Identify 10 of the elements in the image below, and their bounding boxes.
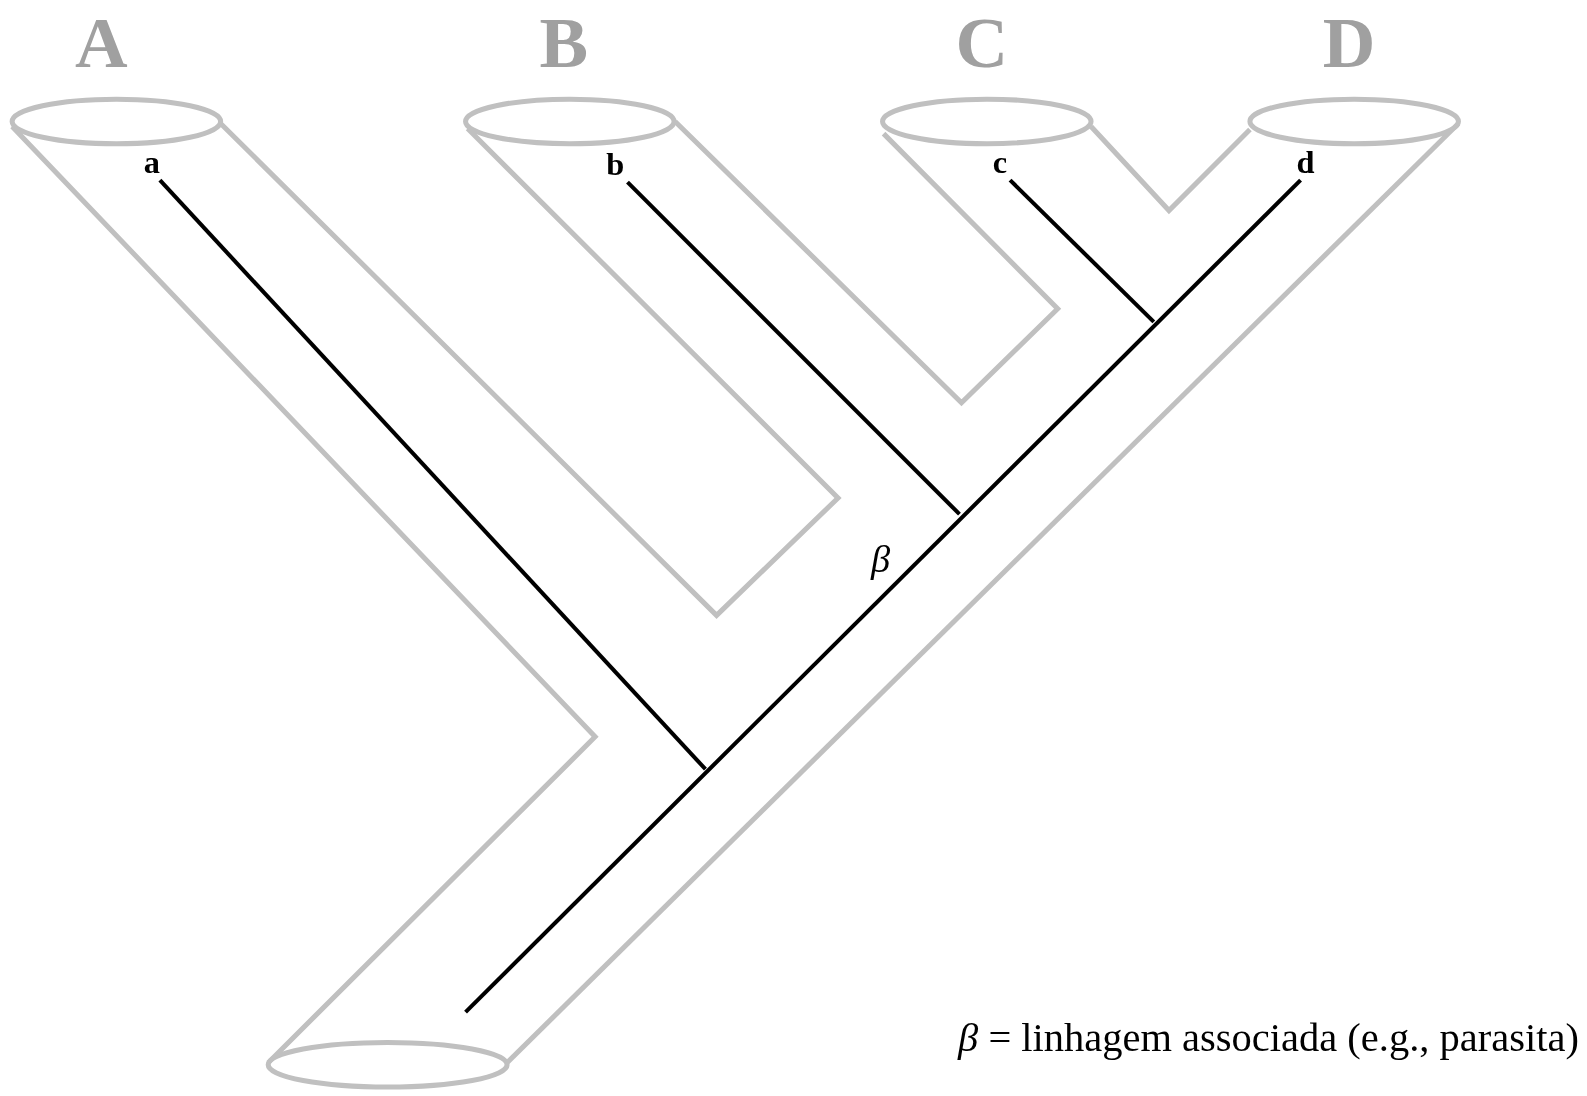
lineage-label: β (870, 539, 891, 578)
legend-text: β = linhagem associada (e.g., parasita) (958, 1017, 1579, 1058)
tip-label: d (1296, 145, 1315, 179)
clade-label: A (74, 6, 128, 79)
clade-label: C (955, 6, 1009, 79)
tip-label: b (606, 147, 625, 181)
tip-label: a (143, 145, 160, 179)
clade-label: D (1322, 6, 1376, 79)
clade-label: B (539, 6, 589, 79)
tip-label: c (992, 145, 1008, 179)
